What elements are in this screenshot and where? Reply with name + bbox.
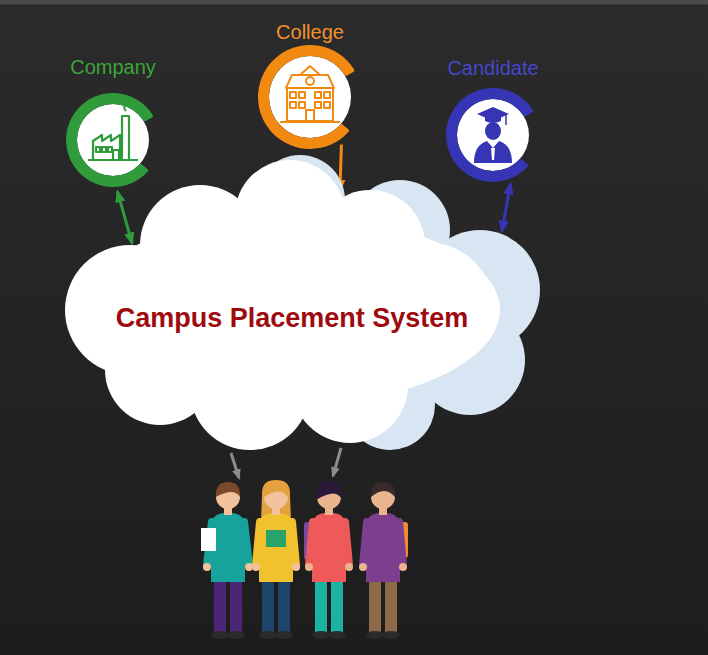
- student-figure: [366, 631, 384, 639]
- college-icon: [324, 92, 330, 98]
- leader-arrow: [231, 453, 239, 478]
- student-figure: [259, 513, 293, 582]
- student-figure: [227, 631, 245, 639]
- graduate-icon: [505, 115, 507, 125]
- student-figure: [292, 563, 300, 571]
- leader-arrow: [333, 448, 341, 476]
- graduate-icon: [477, 107, 509, 121]
- student-figure: [331, 578, 343, 633]
- student-figure: [359, 563, 367, 571]
- cloud-body: [80, 215, 500, 405]
- college-icon: [280, 121, 340, 123]
- student-figure: [315, 578, 327, 633]
- ring-arc: [258, 45, 354, 149]
- ring-arc: [446, 88, 533, 182]
- college-icon: [299, 92, 305, 98]
- college-icon: [306, 110, 314, 121]
- system-name: Campus Placement System: [116, 302, 469, 334]
- icon-disc: [269, 56, 351, 138]
- student-figure: [345, 563, 353, 571]
- factory-icon: [122, 116, 129, 160]
- text-group: Campus Placement System: [114, 302, 471, 334]
- student-figure: [304, 481, 353, 639]
- student-figure: [278, 578, 290, 633]
- student-figure: [382, 631, 400, 639]
- entity-circle: Candidate: [442, 57, 544, 182]
- student-figure: [203, 563, 211, 571]
- ring-outline: [258, 45, 362, 149]
- college-icon: [286, 75, 334, 88]
- student-figure: [264, 482, 288, 497]
- student-figure: [211, 513, 245, 582]
- student-figure: [216, 482, 240, 497]
- graduate-icon: [474, 107, 512, 163]
- text-group: Company: [62, 56, 164, 78]
- student-figure: [252, 563, 260, 571]
- entity-label: College: [276, 21, 344, 43]
- system-cloud: Campus Placement System: [60, 150, 550, 455]
- student-figure: [245, 563, 253, 571]
- ring-outline: [66, 93, 160, 187]
- flow-arrow: [118, 192, 132, 243]
- student-figure: [385, 578, 397, 633]
- college-icon: [287, 88, 333, 121]
- graduate-icon: [474, 141, 512, 163]
- entity-circle: Company: [62, 56, 164, 187]
- factory-icon: [88, 103, 138, 160]
- student-figure: [305, 563, 313, 571]
- student-figure: [328, 631, 346, 639]
- student-figure: [275, 631, 293, 639]
- student-figure: [399, 563, 407, 571]
- college-icon: [300, 66, 320, 75]
- student-figure: [211, 631, 229, 639]
- factory-icon: [113, 150, 119, 160]
- student-figure: [201, 528, 216, 551]
- college-icon: [315, 92, 321, 98]
- college-icon: [306, 77, 314, 85]
- text-group: College: [254, 21, 366, 43]
- entity-label: Candidate: [447, 57, 538, 79]
- student-figure: [266, 530, 286, 547]
- college-icon: [290, 92, 296, 98]
- student-figure: [214, 578, 226, 633]
- text-group: Candidate: [442, 57, 544, 79]
- ring-outline: [446, 88, 540, 182]
- leader-arrow: [231, 448, 341, 478]
- cloud-outline: [60, 150, 550, 455]
- student-figure: [201, 482, 253, 639]
- college-icon: [315, 102, 321, 108]
- student-figure: [262, 578, 274, 633]
- entity-label: Company: [70, 56, 156, 78]
- graduate-icon: [485, 122, 501, 140]
- factory-icon: [96, 147, 100, 152]
- student-figure: [259, 631, 277, 639]
- student-figure: [230, 578, 242, 633]
- factory-icon: [108, 147, 112, 152]
- icon-disc: [77, 104, 149, 176]
- graduate-icon: [485, 116, 501, 123]
- student-figure: [312, 631, 330, 639]
- student-figure: [371, 482, 395, 497]
- student-figure: [312, 513, 346, 582]
- graduate-icon: [491, 148, 495, 160]
- factory-icon: [102, 147, 106, 152]
- student-figure: [369, 578, 381, 633]
- college-icon: [290, 102, 296, 108]
- ring-arc: [66, 93, 153, 187]
- factory-icon: [93, 135, 120, 160]
- college-icon: [299, 102, 305, 108]
- college-icon: [324, 102, 330, 108]
- icon-disc: [457, 99, 529, 171]
- student-figure: [316, 481, 342, 500]
- student-figure: [252, 480, 300, 639]
- entity-circle: College: [254, 21, 366, 149]
- student-figure: [366, 513, 400, 582]
- flow-arrow: [502, 184, 510, 231]
- college-icon: [280, 66, 340, 122]
- student-figure: [359, 482, 408, 639]
